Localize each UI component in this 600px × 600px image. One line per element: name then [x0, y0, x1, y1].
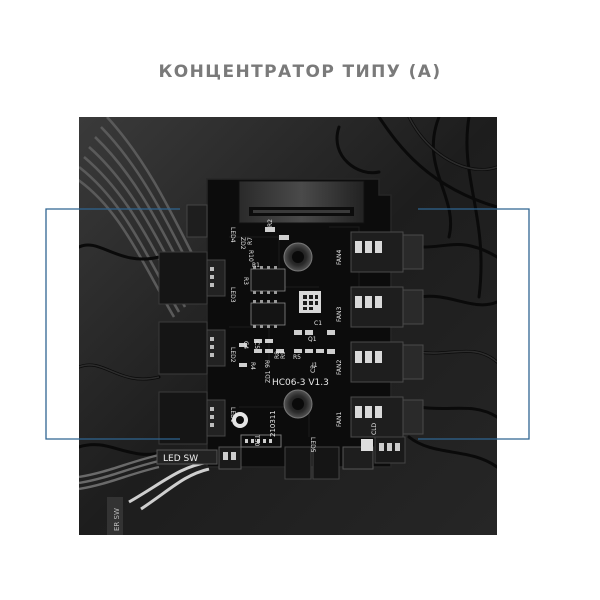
fan3-label: FAN3: [336, 307, 343, 322]
zd1-label: ZD1: [265, 370, 272, 383]
r5-label: R5: [293, 354, 301, 361]
r7-label: R7: [247, 237, 254, 245]
cld-label: CLD: [371, 422, 378, 435]
zd2-label: ZD2: [239, 237, 246, 250]
ts0-label: TS0: [253, 434, 260, 446]
c5-label: C5: [253, 341, 260, 349]
date-code: 210311: [269, 410, 277, 437]
page-title: КОНЦЕНТРАТОР ТИПУ (А): [158, 62, 442, 82]
r6-label: R6: [263, 360, 270, 368]
r2-label: R2: [267, 219, 274, 227]
board-marking: HC06-3 V1.3: [272, 378, 329, 388]
pcb-board: [206, 178, 392, 468]
bottom-connectors: [218, 434, 406, 480]
brand-logo: [232, 412, 248, 428]
j1-label: J1: [311, 362, 318, 369]
er-sw-tag: ER SW: [107, 497, 123, 535]
fan1-label: FAN1: [336, 412, 343, 427]
c4-label: C4: [242, 341, 249, 349]
r10-label: R10: [247, 250, 254, 262]
led3-label: LED3: [229, 287, 236, 303]
sata-power-connector: [238, 180, 365, 224]
r9-label: R9: [280, 351, 287, 359]
ribbon-cable-bottom: [79, 453, 160, 491]
led1-label: LED1: [229, 407, 236, 423]
led4-label: LED4: [229, 227, 236, 243]
smd-components: [239, 227, 335, 367]
mounting-screws: [283, 242, 313, 419]
led-sw-tag: LED SW: [156, 449, 218, 465]
er-sw-label: ER SW: [113, 508, 121, 531]
led5-label: LED5: [309, 437, 316, 453]
led-sw-label: LED SW: [163, 454, 198, 464]
c1-label: C1: [314, 320, 322, 327]
pcb-photo: HC06-3 V1.3 210311 FAN4 FAN3 FAN2 FAN1 L…: [79, 117, 497, 535]
fan2-label: FAN2: [336, 360, 343, 375]
q1-label: Q1: [308, 336, 317, 343]
ic-chips: [250, 266, 321, 328]
r4-label: R4: [249, 362, 256, 370]
r3-label: R3: [242, 277, 249, 285]
led2-label: LED2: [229, 347, 236, 363]
fan4-label: FAN4: [336, 250, 343, 265]
c2-label: C2: [310, 365, 317, 373]
r1-label: R1: [252, 262, 260, 269]
r8-label: R8: [274, 351, 281, 359]
